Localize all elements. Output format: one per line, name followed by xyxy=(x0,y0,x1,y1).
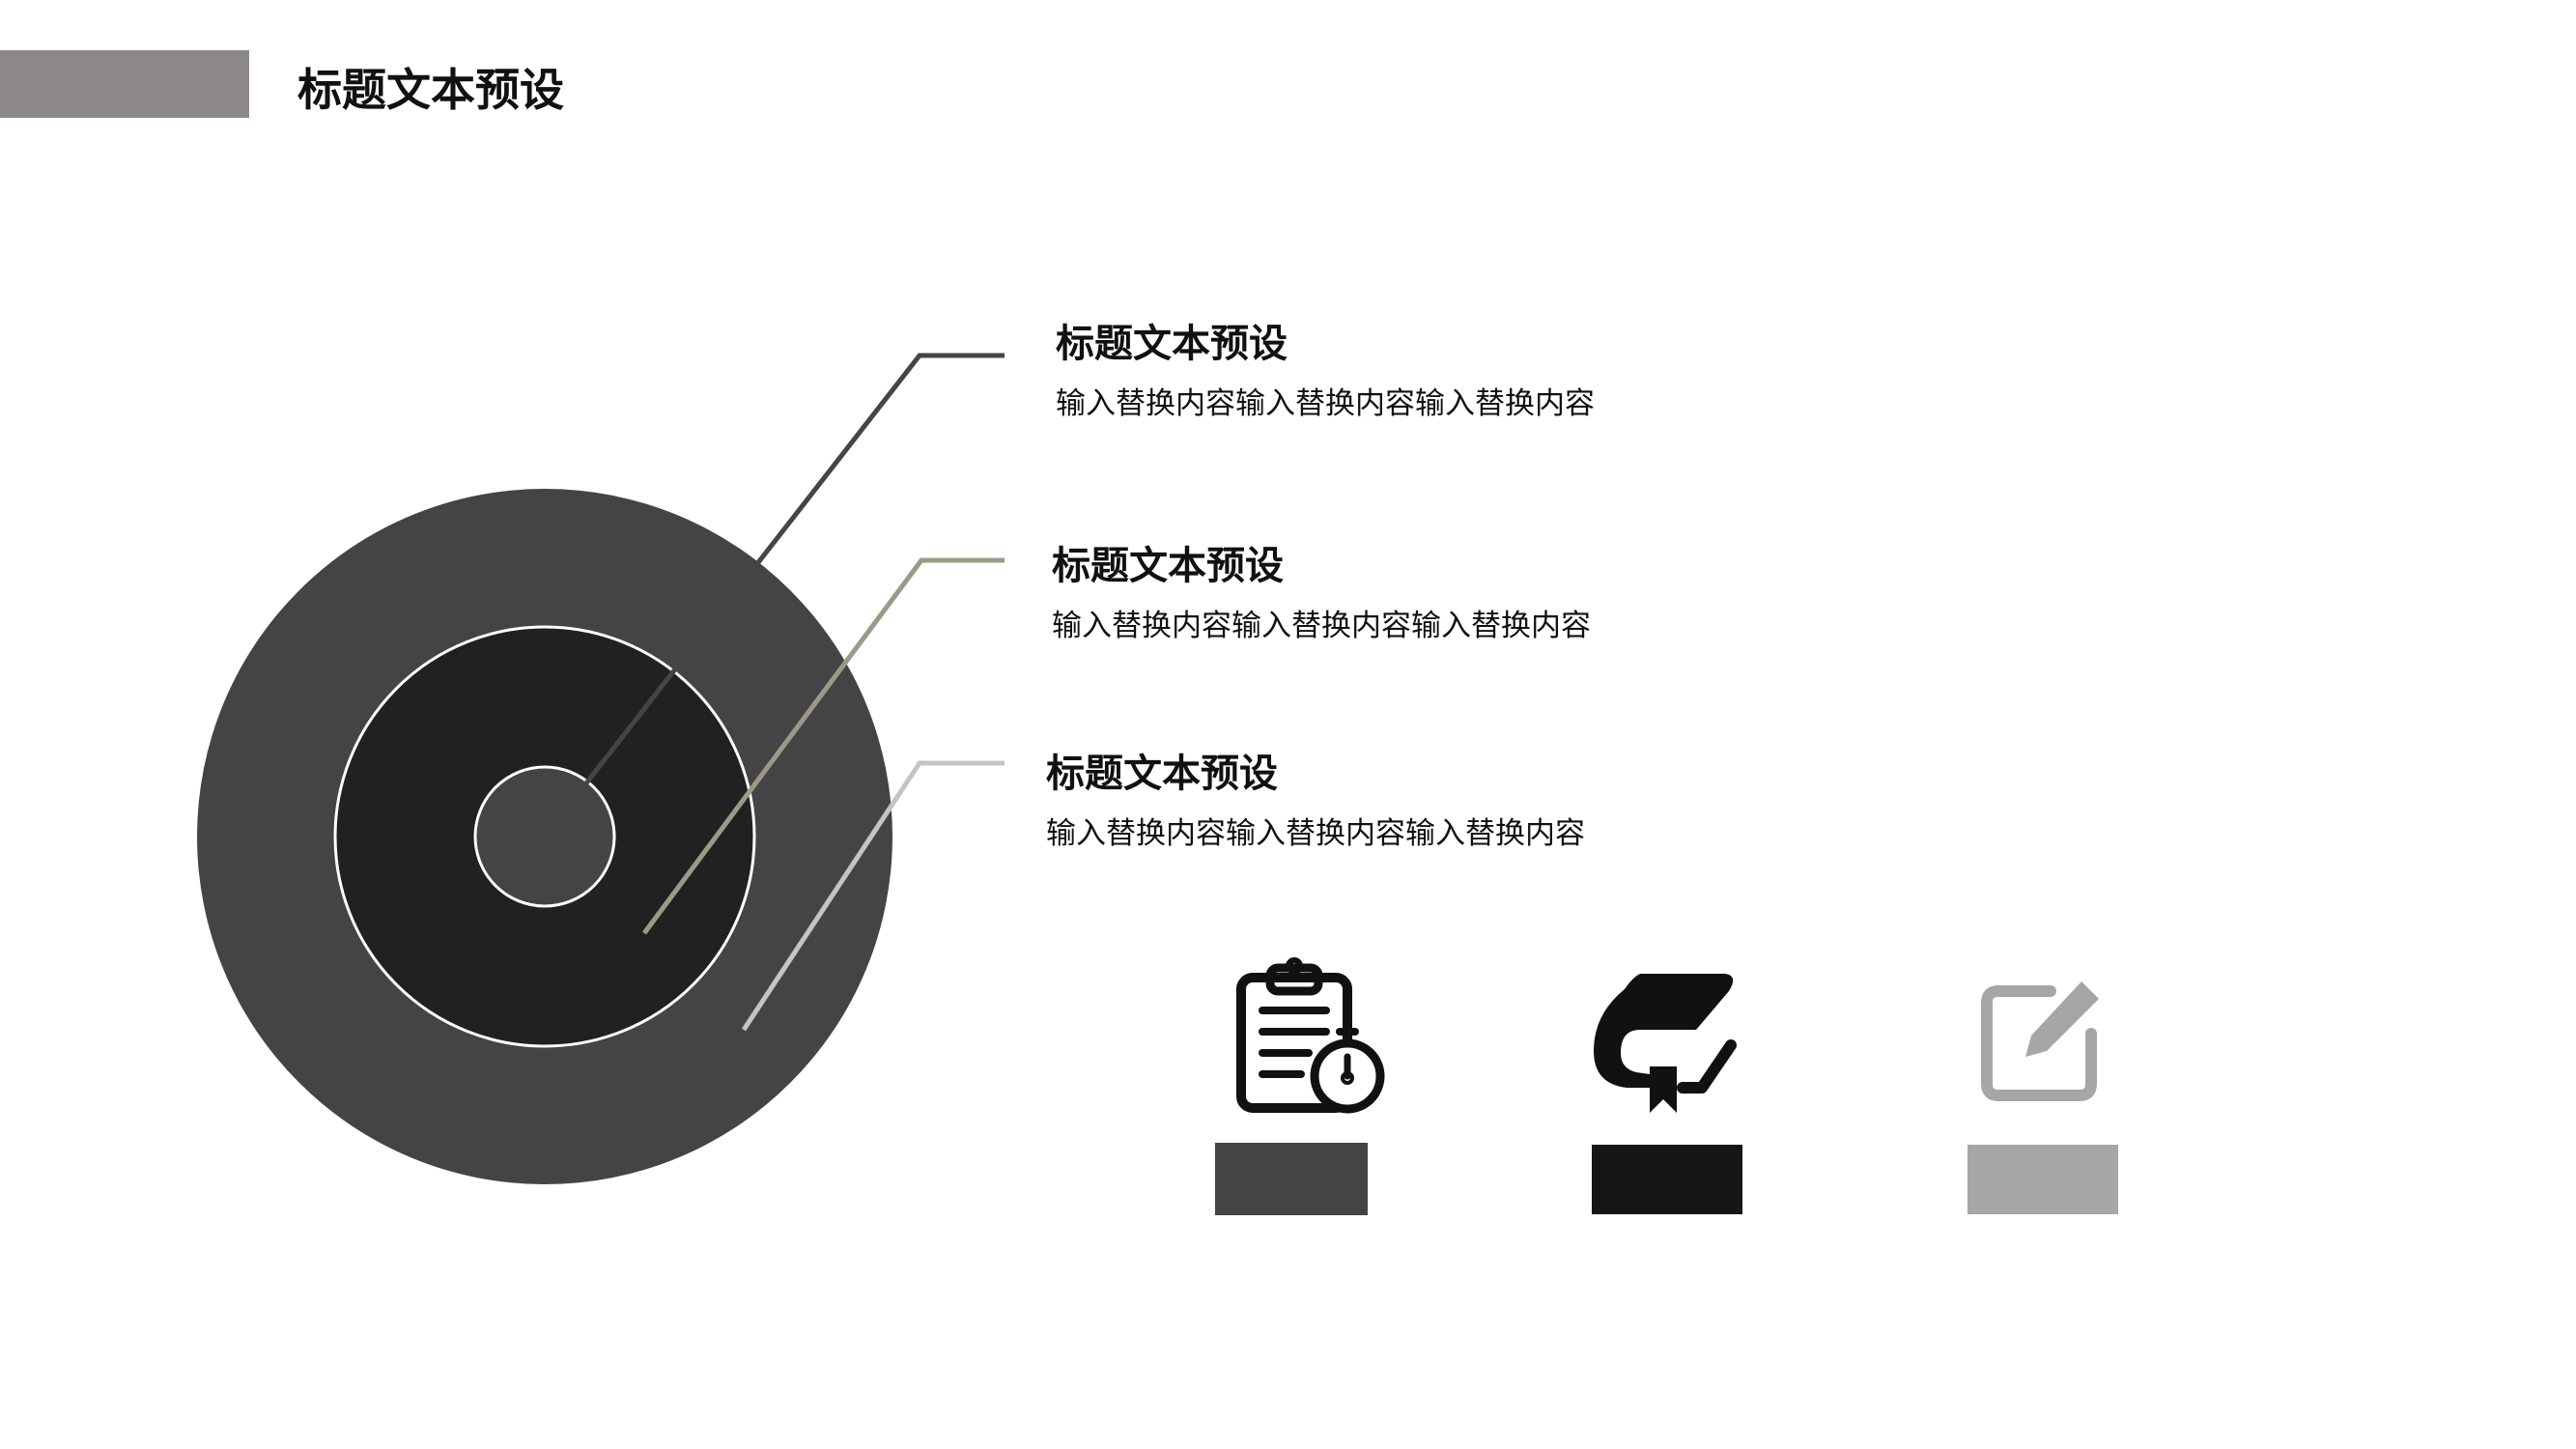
color-swatch-2 xyxy=(1592,1145,1742,1214)
clipboard-stopwatch-icon xyxy=(1236,957,1385,1114)
leader-line-3 xyxy=(741,760,1005,1032)
leader-line-1 xyxy=(543,353,1005,838)
item-block-3: 标题文本预设 输入替换内容输入替换内容输入替换内容 xyxy=(1046,749,1585,853)
book-bookmark-icon xyxy=(1594,974,1737,1113)
item-desc-3: 输入替换内容输入替换内容输入替换内容 xyxy=(1046,816,1585,851)
item-block-2: 标题文本预设 输入替换内容输入替换内容输入替换内容 xyxy=(1052,541,1591,645)
header-accent-bar xyxy=(0,50,249,118)
item-title-2: 标题文本预设 xyxy=(1052,544,1284,588)
page-title: 标题文本预设 xyxy=(297,64,564,116)
item-block-1: 标题文本预设 输入替换内容输入替换内容输入替换内容 xyxy=(1056,319,1595,423)
item-title-3: 标题文本预设 xyxy=(1046,752,1278,796)
leader-line-2 xyxy=(641,557,1005,935)
item-desc-1: 输入替换内容输入替换内容输入替换内容 xyxy=(1056,386,1595,421)
color-swatch-1 xyxy=(1215,1143,1368,1215)
edit-pencil-icon xyxy=(1981,981,2099,1101)
item-title-1: 标题文本预设 xyxy=(1056,322,1288,366)
item-desc-2: 输入替换内容输入替换内容输入替换内容 xyxy=(1052,609,1591,643)
color-swatch-3 xyxy=(1967,1145,2118,1214)
